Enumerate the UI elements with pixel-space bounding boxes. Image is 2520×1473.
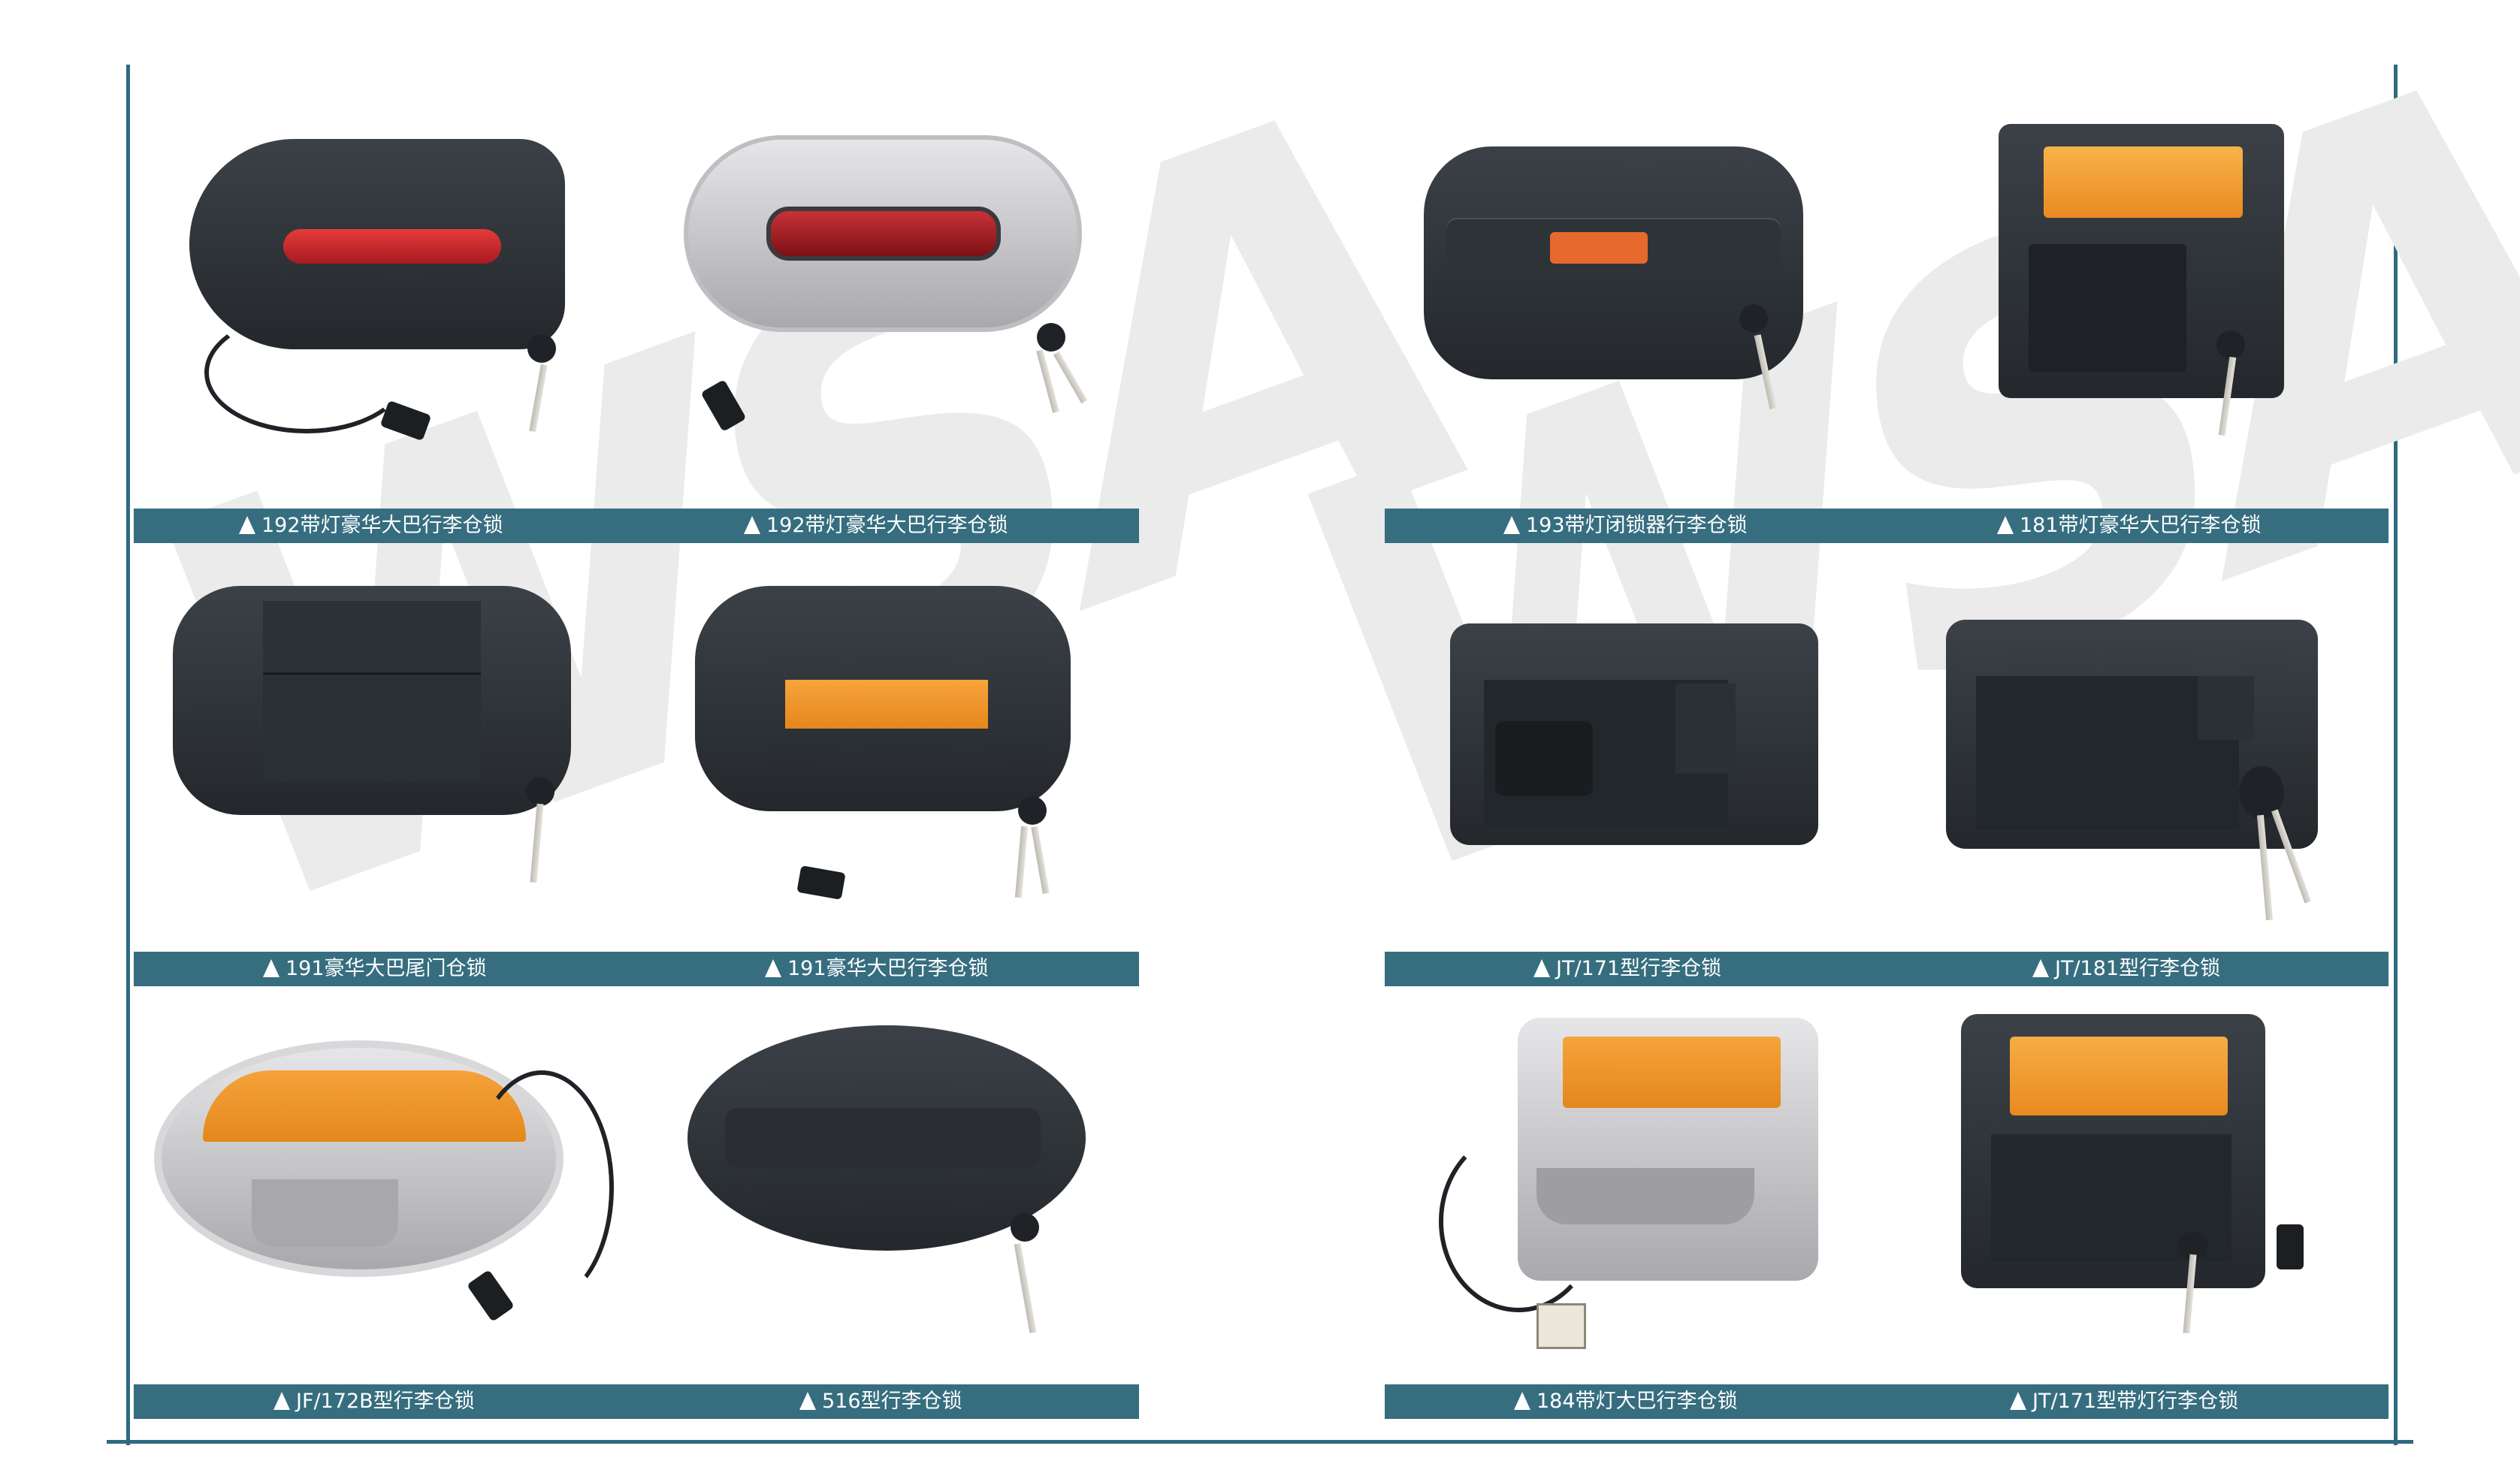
lock-cylinder-cover (1675, 684, 1736, 774)
triangle-icon (744, 516, 760, 534)
key-fob-icon (2216, 331, 2245, 359)
caption-text: 192带灯豪华大巴行李仓锁 (261, 514, 503, 537)
caption-text: 184带灯大巴行李仓锁 (1536, 1390, 1738, 1413)
caption: 191豪华大巴行李仓锁 (765, 952, 989, 986)
caption: 193带灯闭锁器行李仓锁 (1503, 509, 1748, 543)
triangle-icon (765, 959, 781, 977)
product-191-tailgate (173, 586, 579, 916)
key-fob-icon (526, 777, 554, 806)
product-jt181 (1946, 620, 2367, 935)
caption: 192带灯豪华大巴行李仓锁 (744, 509, 1008, 543)
panel-lower (263, 676, 481, 781)
product-jt171-lamp (1961, 1014, 2322, 1360)
caption-text: JT/171型带灯行李仓锁 (2032, 1390, 2239, 1413)
product-516 (680, 1025, 1086, 1371)
lock-cylinder-cover (2198, 676, 2254, 740)
caption-bar-row1-right: 193带灯闭锁器行李仓锁 181带灯豪华大巴行李仓锁 (1385, 509, 2389, 543)
connector-plug-white (1536, 1303, 1586, 1349)
key-fob-icon (1037, 323, 1065, 352)
product-jf172b (154, 1040, 620, 1341)
caption-bar-row3-right: 184带灯大巴行李仓锁 JT/171型带灯行李仓锁 (1385, 1384, 2389, 1419)
key-icon (1014, 1243, 1037, 1333)
product-jt171 (1450, 623, 1818, 849)
lamp-amber (785, 680, 988, 729)
product-181 (1999, 124, 2284, 454)
connector-plug (796, 865, 846, 900)
triangle-icon (273, 1392, 290, 1410)
frame-right-line (2394, 65, 2398, 1445)
caption-text: JT/181型行李仓锁 (2055, 957, 2221, 980)
key-fob-icon (1739, 304, 1768, 333)
caption-text: 516型行李仓锁 (822, 1390, 962, 1413)
triangle-icon (239, 516, 255, 534)
connector-plug (2277, 1224, 2304, 1269)
triangle-icon (1514, 1392, 1530, 1410)
caption: 192带灯豪华大巴行李仓锁 (239, 509, 503, 543)
caption-text: 181带灯豪华大巴行李仓锁 (2020, 514, 2262, 537)
caption: 184带灯大巴行李仓锁 (1514, 1384, 1738, 1419)
caption-bar-row3-left: JF/172B型行李仓锁 516型行李仓锁 (134, 1384, 1139, 1419)
key-fob-icon (1011, 1213, 1039, 1242)
caption-text: JF/172B型行李仓锁 (296, 1390, 475, 1413)
caption: 181带灯豪华大巴行李仓锁 (1997, 509, 2262, 543)
caption: JT/181型行李仓锁 (2032, 952, 2220, 986)
triangle-icon (1997, 516, 2014, 534)
caption: 191豪华大巴尾门仓锁 (263, 952, 487, 986)
frame-left-line (126, 65, 130, 1445)
triangle-icon (263, 959, 279, 977)
product-192-silver (676, 135, 1088, 432)
caption-text: 191豪华大巴行李仓锁 (787, 957, 989, 980)
key-icon (530, 803, 544, 883)
product-192-black (189, 139, 573, 442)
caption-text: JT/171型行李仓锁 (1556, 957, 1722, 980)
caption: JT/171型行李仓锁 (1533, 952, 1721, 986)
cable (204, 312, 409, 433)
triangle-icon (2010, 1392, 2026, 1410)
grip-pocket (1495, 721, 1593, 796)
caption-bar-row1-left: 192带灯豪华大巴行李仓锁 192带灯豪华大巴行李仓锁 (134, 509, 1139, 543)
caption: 516型行李仓锁 (799, 1384, 962, 1419)
connector-plug (700, 379, 747, 432)
handle-recess (1976, 676, 2239, 830)
caption-text: 191豪华大巴尾门仓锁 (286, 957, 487, 980)
product-191-luggage (680, 586, 1071, 916)
lamp-amber (2010, 1037, 2228, 1115)
lamp-red (766, 207, 1001, 261)
handle-black (725, 1108, 1041, 1168)
caption: JT/171型带灯行李仓锁 (2010, 1384, 2238, 1419)
caption-bar-row2-right: JT/171型行李仓锁 JT/181型行李仓锁 (1385, 952, 2389, 986)
product-184 (1431, 1018, 1822, 1371)
caption-bar-row2-left: 191豪华大巴尾门仓锁 191豪华大巴行李仓锁 (134, 952, 1139, 986)
caption-text: 193带灯闭锁器行李仓锁 (1526, 514, 1748, 537)
key-icon (1014, 826, 1029, 898)
triangle-icon (2032, 959, 2049, 977)
key-fob-icon (1018, 796, 1047, 825)
cable (470, 1070, 614, 1305)
caption-text: 192带灯豪华大巴行李仓锁 (766, 514, 1008, 537)
product-193 (1424, 146, 1814, 447)
triangle-icon (1503, 516, 1520, 534)
lamp-amber (1563, 1037, 1781, 1108)
triangle-icon (799, 1392, 816, 1410)
handle-silver (252, 1179, 398, 1247)
key-icon (1031, 826, 1050, 895)
lamp-red (283, 229, 501, 264)
caption: JF/172B型行李仓锁 (273, 1384, 475, 1419)
panel-upper (263, 601, 481, 675)
handle-recess (2029, 244, 2186, 372)
cable (1439, 1130, 1598, 1312)
lamp-amber (2044, 146, 2243, 218)
lamp-amber (203, 1070, 526, 1142)
frame-bottom-line (107, 1440, 2413, 1444)
key-fob-icon (527, 334, 556, 363)
lamp-orange (1550, 232, 1648, 264)
triangle-icon (1533, 959, 1550, 977)
